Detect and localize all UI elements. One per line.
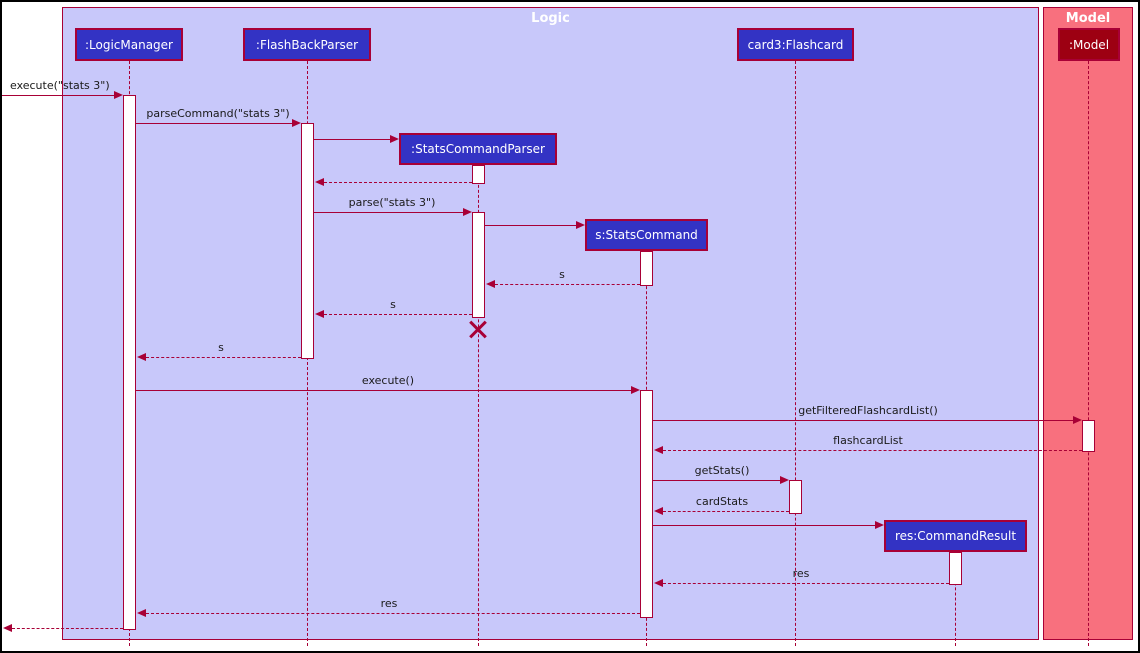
message-execute-stats-arrowhead-icon	[114, 91, 123, 99]
participant-card3flashcard-label: card3:Flashcard	[747, 37, 844, 52]
message-execute-arrowhead-icon	[631, 386, 640, 394]
participant-flashbackparser-label: :FlashBackParser	[255, 37, 359, 52]
message-res-to-logic-label: res	[380, 597, 398, 610]
message-execute-stats-label: execute("stats 3")	[10, 79, 110, 92]
message-return-parser-line	[324, 182, 472, 183]
activation-commandresult	[949, 552, 962, 585]
message-s-to-flashback-line	[324, 314, 472, 315]
message-getstats-line	[653, 480, 780, 481]
participant-logicmanager-label: :LogicManager	[84, 37, 173, 52]
message-create-commandresult-line	[653, 525, 875, 526]
message-flashcardlist-label: flashcardList	[833, 434, 903, 447]
message-s-to-logic-line	[146, 357, 301, 358]
message-res-to-command-line	[663, 583, 949, 584]
message-getstats-arrowhead-icon	[780, 476, 789, 484]
participant-commandresult: res:CommandResult	[884, 520, 1027, 552]
message-getfiltered-label: getFilteredFlashcardList()	[798, 404, 938, 417]
frame-model-title: Model	[1065, 11, 1111, 26]
message-cardstats-label: cardStats	[695, 495, 749, 508]
participant-model-label: :Model	[1068, 37, 1110, 52]
participant-card3flashcard: card3:Flashcard	[737, 28, 854, 61]
participant-statscommandparser-label: :StatsCommandParser	[411, 142, 545, 156]
message-flashcardlist-arrowhead-icon	[654, 446, 663, 454]
message-s-to-parser-line	[495, 284, 640, 285]
message-final-return-line	[12, 628, 123, 629]
message-parsecommand-label: parseCommand("stats 3")	[146, 107, 290, 120]
frame-logic-title: Logic	[531, 11, 570, 26]
message-parse-label: parse("stats 3")	[348, 196, 436, 209]
message-create-statscommandparser-arrowhead-icon	[390, 135, 399, 143]
message-execute-stats-line	[2, 95, 114, 96]
message-create-commandresult-arrowhead-icon	[875, 521, 884, 529]
message-parse-line	[314, 212, 463, 213]
message-res-to-command-label: res	[792, 567, 810, 580]
message-parsecommand-line	[136, 123, 292, 124]
lifeline-commandresult	[955, 552, 956, 646]
activation-logicmanager	[123, 95, 136, 630]
message-res-to-logic-line	[146, 613, 640, 614]
message-create-statscommand-line	[485, 225, 576, 226]
message-parse-arrowhead-icon	[463, 208, 472, 216]
message-s-to-flashback-arrowhead-icon	[315, 310, 324, 318]
message-cardstats-arrowhead-icon	[654, 507, 663, 515]
message-create-statscommandparser-line	[314, 139, 390, 140]
message-execute-label: execute()	[361, 374, 415, 387]
participant-model: :Model	[1058, 28, 1120, 61]
message-s-to-logic-label: s	[218, 341, 224, 354]
participant-statscommand: s:StatsCommand	[585, 219, 708, 251]
activation-statscommandparser-1	[472, 165, 485, 184]
frame-logic: Logic	[62, 7, 1039, 640]
message-flashcardlist-line	[663, 450, 1082, 451]
message-return-parser-arrowhead-icon	[315, 178, 324, 186]
message-s-to-flashback-label: s	[390, 298, 396, 311]
message-s-to-parser-arrowhead-icon	[486, 280, 495, 288]
message-final-return-arrowhead-icon	[3, 624, 12, 632]
activation-statscommand-1	[640, 251, 653, 286]
participant-commandresult-label: res:CommandResult	[894, 529, 1017, 543]
message-s-to-parser-label: s	[559, 268, 565, 281]
activation-model	[1082, 420, 1095, 452]
message-getfiltered-arrowhead-icon	[1073, 416, 1082, 424]
destroy-x-icon	[468, 319, 488, 339]
message-res-to-command-arrowhead-icon	[654, 579, 663, 587]
message-res-to-logic-arrowhead-icon	[137, 609, 146, 617]
activation-flashbackparser	[301, 123, 314, 359]
activation-statscommand-2	[640, 390, 653, 618]
message-s-to-logic-arrowhead-icon	[137, 353, 146, 361]
lifeline-card3flashcard	[795, 61, 796, 646]
participant-flashbackparser: :FlashBackParser	[243, 28, 371, 61]
participant-statscommandparser: :StatsCommandParser	[399, 133, 557, 165]
message-parsecommand-arrowhead-icon	[292, 119, 301, 127]
activation-card3flashcard	[789, 480, 802, 514]
activation-statscommandparser-2	[472, 212, 485, 318]
participant-logicmanager: :LogicManager	[75, 28, 183, 61]
lifeline-model	[1088, 61, 1089, 646]
participant-statscommand-label: s:StatsCommand	[595, 228, 698, 242]
message-getstats-label: getStats()	[694, 464, 750, 477]
message-execute-line	[136, 390, 631, 391]
message-create-statscommand-arrowhead-icon	[576, 221, 585, 229]
message-getfiltered-line	[653, 420, 1073, 421]
lifeline-statscommandparser	[478, 165, 479, 646]
message-cardstats-line	[663, 511, 789, 512]
